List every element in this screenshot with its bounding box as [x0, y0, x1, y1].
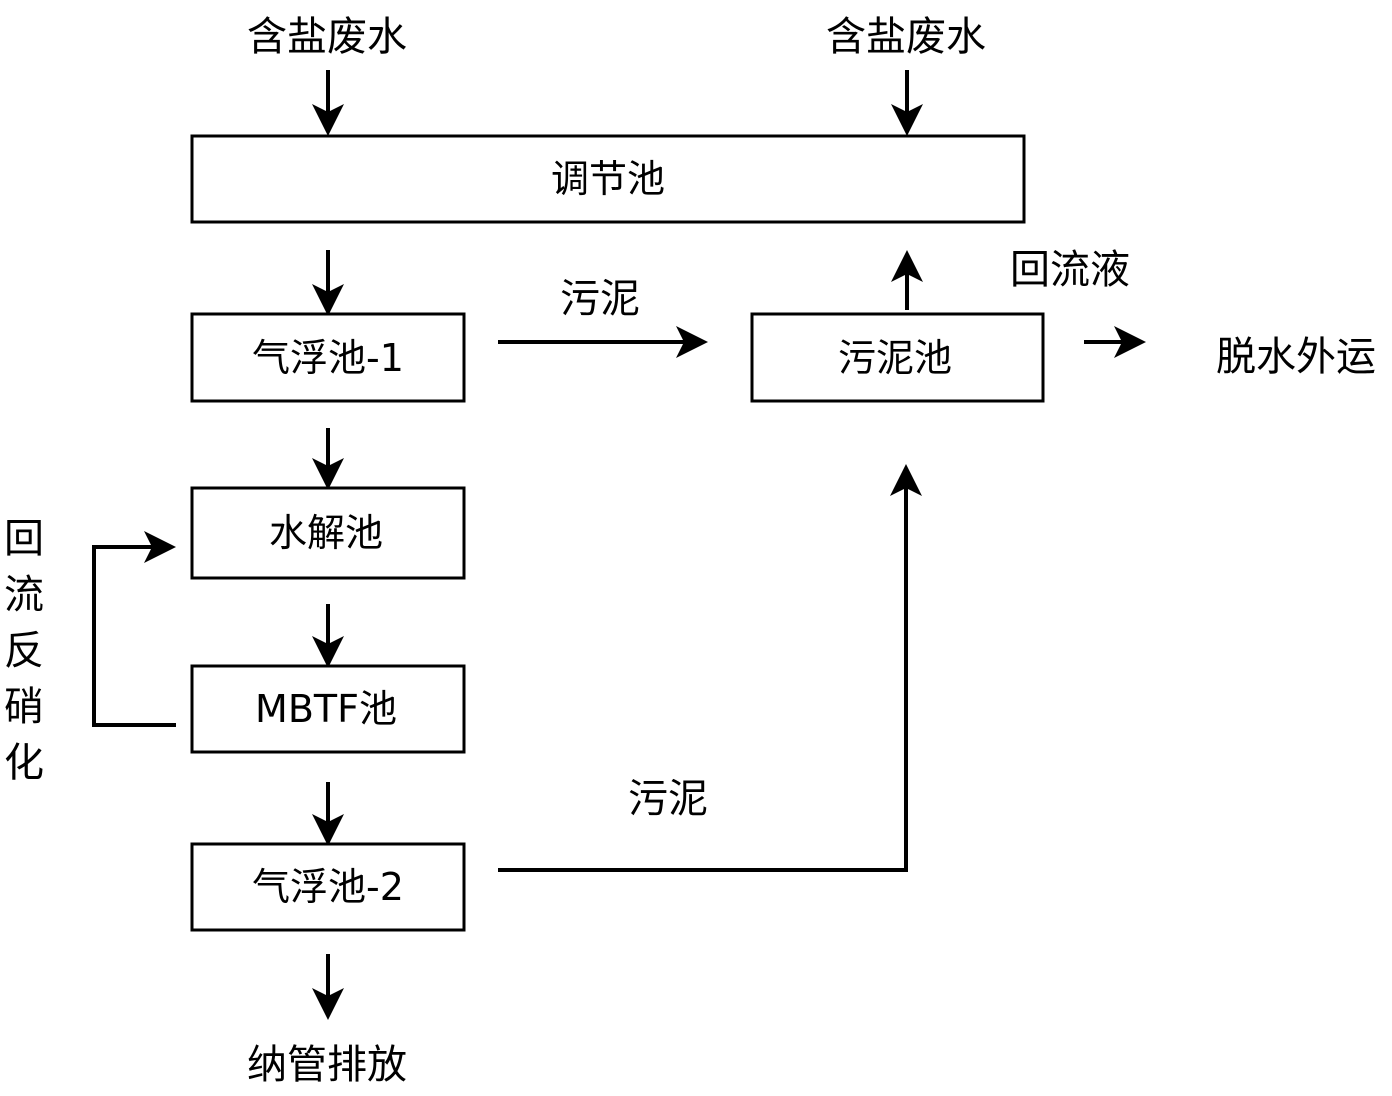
box-flotation-tank-1-label: 气浮池-1: [252, 336, 404, 380]
box-sludge-tank: [750, 312, 1045, 403]
box-flotation-tank-1: [190, 312, 466, 403]
label-sludge-bottom: 污泥: [628, 776, 708, 822]
box-hydrolysis-tank: [190, 486, 466, 580]
label-denitrification-char-5: 化: [4, 740, 44, 786]
box-sludge-tank-label: 污泥池: [838, 336, 952, 380]
label-return-liquid: 回流液: [1010, 247, 1130, 293]
arrow-flotation2-to-sludge-tank: [498, 464, 922, 872]
box-regulating-tank: [190, 134, 1026, 224]
label-denitrification-char-3: 反: [4, 628, 44, 674]
box-mbtf-tank: [190, 664, 466, 754]
input-label-right: 含盐废水: [826, 14, 986, 60]
arrow-denitrification-loop: [92, 531, 176, 727]
input-label-left: 含盐废水: [247, 14, 407, 60]
label-sludge-top: 污泥: [560, 276, 640, 322]
label-denitrification-char-2: 流: [4, 572, 44, 618]
box-mbtf-tank-label: MBTF池: [255, 687, 397, 731]
box-flotation-tank-2-label: 气浮池-2: [252, 865, 404, 909]
label-discharge: 纳管排放: [247, 1042, 407, 1088]
label-denitrification-char-1: 回: [4, 516, 44, 562]
label-dewater-transport: 脱水外运: [1216, 334, 1376, 380]
box-hydrolysis-tank-label: 水解池: [269, 511, 383, 555]
label-denitrification: 回 流 反 硝 化: [4, 516, 44, 786]
box-regulating-tank-label: 调节池: [551, 157, 665, 201]
box-flotation-tank-2: [190, 842, 466, 932]
label-denitrification-char-4: 硝: [4, 684, 44, 730]
